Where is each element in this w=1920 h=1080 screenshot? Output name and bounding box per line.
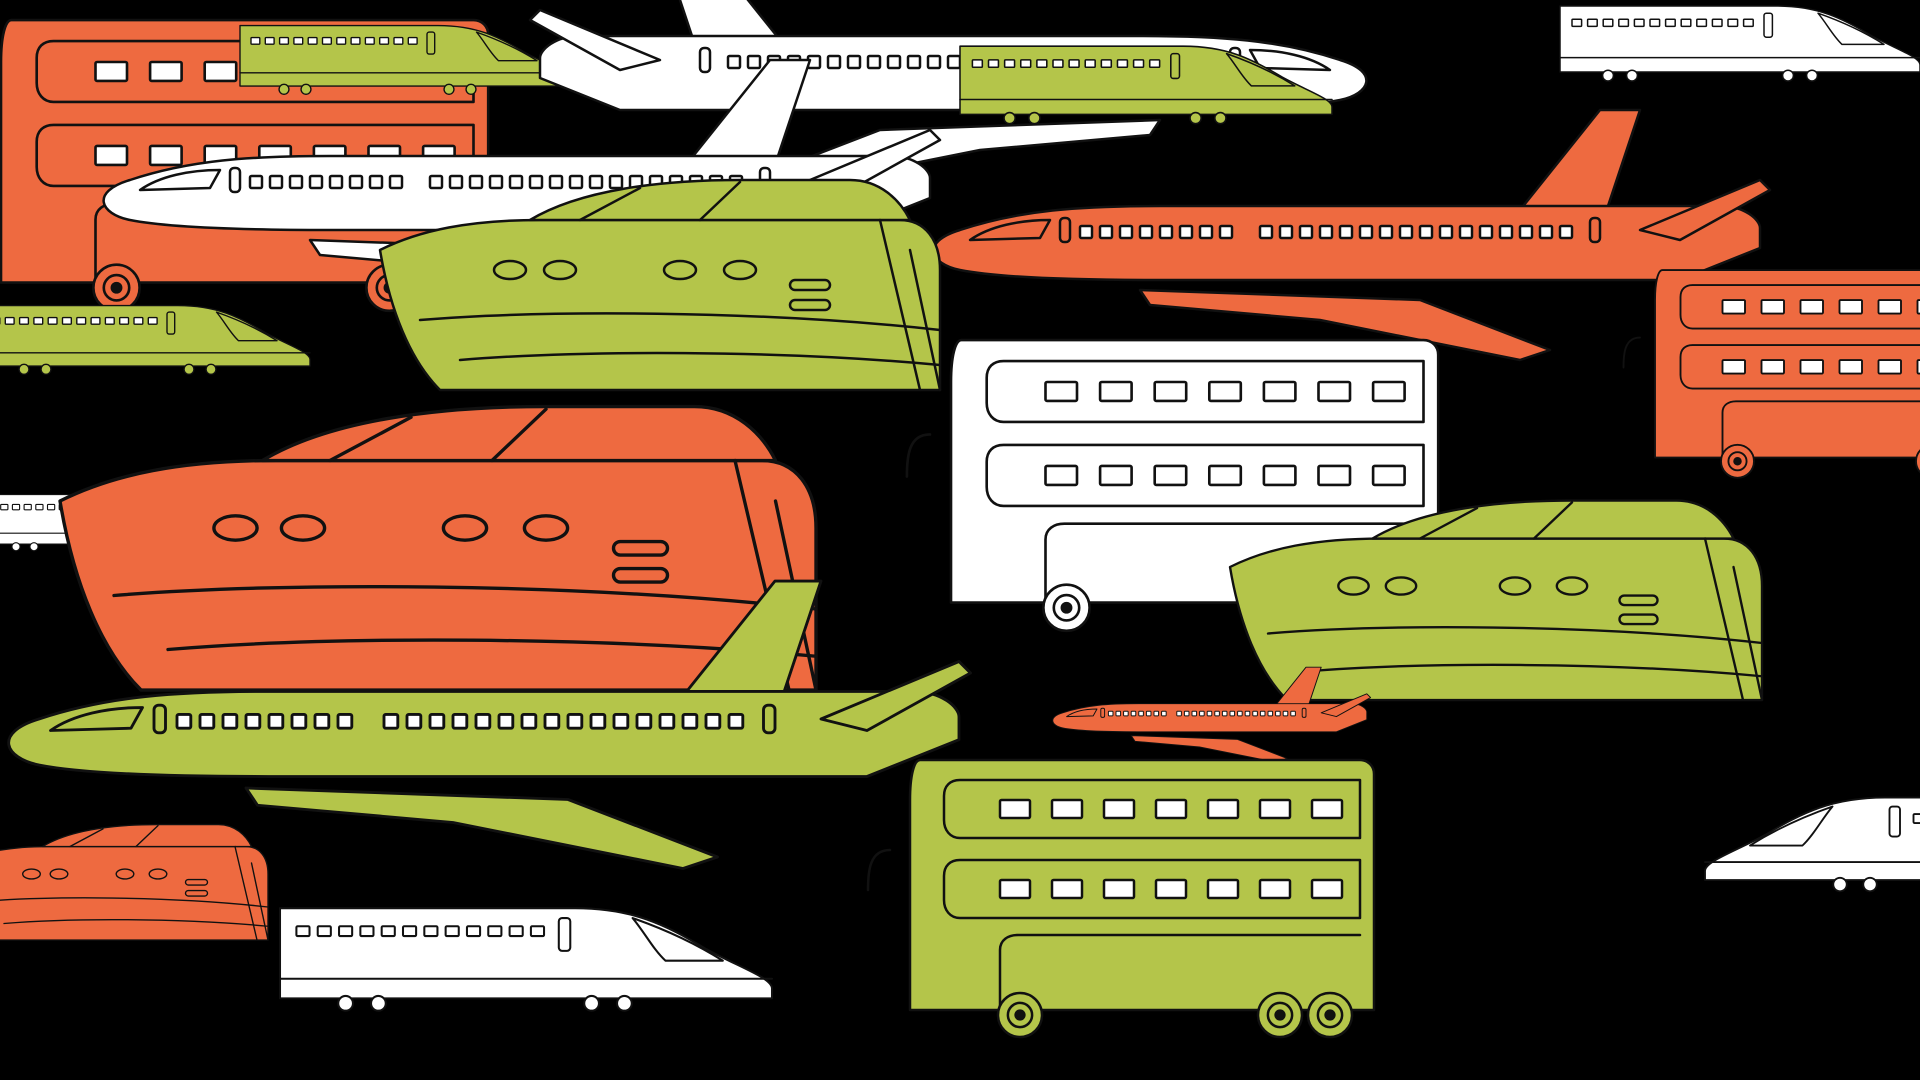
orange-plane [1052,666,1372,763]
green-train [239,24,571,95]
green-train [0,304,311,375]
green-ship [1228,499,1764,702]
orange-plane [932,108,1772,362]
orange-ship [58,404,818,692]
white-train [278,907,774,1012]
white-train [1559,5,1920,82]
orange-ship [0,823,269,941]
orange-bus [1622,269,1920,479]
green-bus [866,758,1376,1039]
green-train [959,45,1333,125]
green-ship [378,178,942,392]
green-plane [7,579,972,870]
white-train [1704,796,1920,893]
